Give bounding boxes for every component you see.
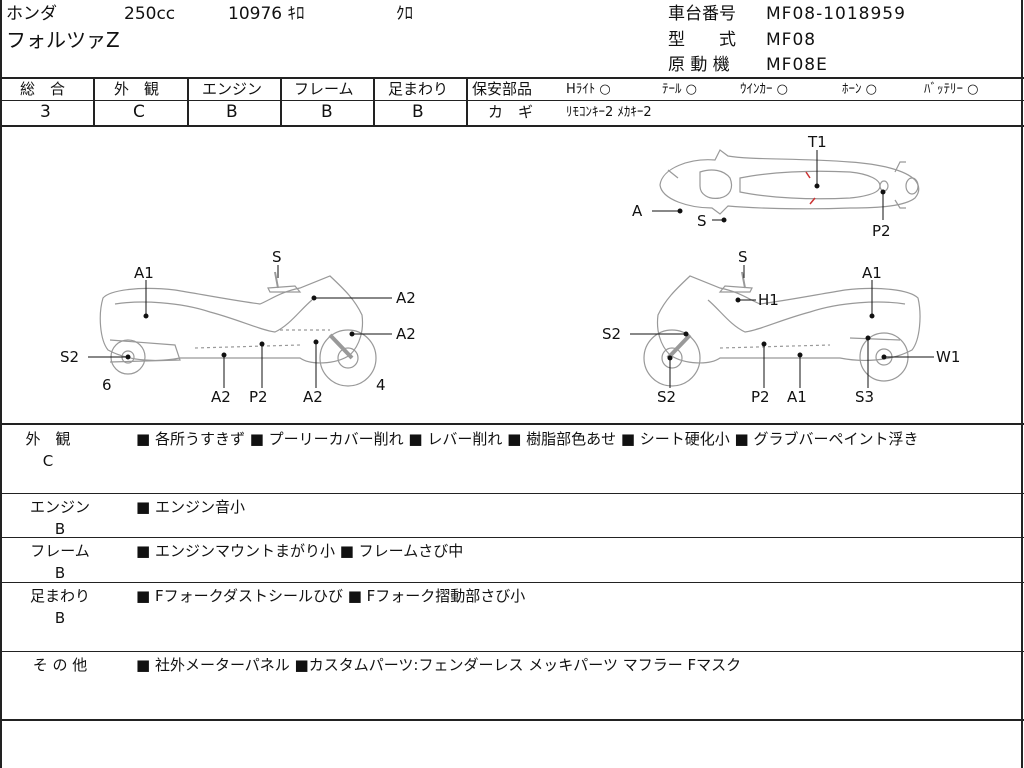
divider-diagram [0, 423, 1024, 425]
note-category-label: そ の 他 [32, 656, 88, 674]
divider-header [0, 77, 1024, 79]
note-grade: B [54, 609, 66, 627]
label-right: P2 [751, 388, 770, 406]
divider-bottom [0, 719, 1024, 721]
note-grade: B [54, 564, 66, 582]
grade-label: 足まわり [388, 80, 449, 98]
type-label: 型 式 [668, 30, 736, 50]
note-text: ■ エンジン音小 [136, 498, 245, 516]
frame-no-label: 車台番号 [668, 4, 736, 24]
note-grade: B [54, 520, 66, 538]
key-value: ﾘﾓｺﾝｷｰ2 ﾒｶｷｰ2 [566, 105, 652, 120]
label-right: S [738, 248, 748, 266]
grade-col-line [187, 77, 189, 126]
divider-grades [0, 125, 1024, 127]
model-name: フォルツァZ [6, 28, 120, 52]
safety-battery: ﾊﾞｯﾃﾘｰ ○ [924, 82, 979, 97]
label-right: A1 [862, 264, 882, 282]
engine-model: MF08E [766, 55, 828, 75]
frame-left [0, 0, 2, 768]
note-category-label: エンジン [29, 498, 90, 516]
label-right: S2 [657, 388, 676, 406]
note-text: ■ 各所うすきず ■ プーリーカバー削れ ■ レバー削れ ■ 樹脂部色あせ ■ … [136, 430, 919, 448]
note-divider [0, 537, 1024, 538]
grade-label: エンジン [202, 80, 263, 98]
grade-label: フレーム [294, 80, 354, 98]
grade-value: B [226, 102, 238, 122]
note-grade: C [42, 452, 54, 470]
label-left: A1 [134, 264, 154, 282]
grade-col-line [93, 77, 95, 126]
right-side-scooter [643, 271, 921, 387]
label-right: S3 [855, 388, 874, 406]
grade-label: 総 合 [20, 80, 66, 98]
note-category-label: 外 観 [25, 430, 71, 448]
label-right: W1 [936, 348, 960, 366]
label-top: A [632, 202, 643, 220]
label-left: P2 [249, 388, 268, 406]
grade-value: 3 [40, 102, 51, 122]
safety-tail: ﾃｰﾙ ○ [662, 82, 697, 97]
grade-col-line [466, 77, 468, 126]
label-top: T1 [807, 133, 827, 151]
label-right: A1 [787, 388, 807, 406]
label-top: P2 [872, 222, 891, 240]
displacement: 250cc [124, 4, 176, 24]
note-category-label: 足まわり [29, 587, 90, 605]
grade-value: C [133, 102, 145, 122]
label-left: A2 [396, 325, 416, 343]
left-side-scooter [99, 271, 377, 387]
type-value: MF08 [766, 30, 817, 50]
grade-label: 外 観 [114, 80, 160, 98]
engine-label: 原 動 機 [668, 55, 730, 75]
safety-label: 保安部品 [472, 80, 533, 98]
label-right: S2 [602, 325, 621, 343]
note-category: そ の 他 [18, 654, 102, 676]
safety-headlight: Hﾗｲﾄ ○ [566, 82, 611, 97]
note-text: ■ エンジンマウントまがり小 ■ フレームさび中 [136, 542, 464, 560]
maker: ホンダ [6, 4, 57, 24]
key-label: カ ギ [488, 103, 534, 121]
note-category-label: フレーム [30, 542, 90, 560]
note-category: 外 観 C [6, 428, 90, 472]
note-divider [0, 493, 1024, 494]
label-top: S [697, 212, 707, 230]
damage-marks [805, 171, 816, 205]
mileage: 10976 ｷﾛ [228, 4, 305, 24]
frame-right [1021, 0, 1023, 768]
note-divider [0, 582, 1024, 583]
frame-no: MF08-1018959 [766, 4, 906, 24]
leader-lines [88, 150, 934, 388]
note-category: フレーム B [18, 540, 102, 584]
grade-col-line [373, 77, 375, 126]
safety-horn: ﾎｰﾝ ○ [842, 82, 877, 97]
label-left: S2 [60, 348, 79, 366]
label-left: S [272, 248, 282, 266]
label-left: 6 [102, 376, 112, 394]
note-text: ■ Fフォークダストシールひび ■ Fフォーク摺動部さび小 [136, 587, 526, 605]
top-view-scooter [659, 149, 920, 215]
grade-row-line [0, 100, 1024, 101]
grade-value: B [412, 102, 424, 122]
note-category: 足まわり B [18, 585, 102, 629]
color: ｸﾛ [396, 4, 413, 24]
label-left: 4 [376, 376, 386, 394]
grade-col-line [280, 77, 282, 126]
diagram-labels: T1 A S P2 S A1 A2 A2 S2 6 4 A2 P2 A2 S A… [60, 133, 960, 406]
note-text: ■ 社外メーターパネル ■カスタムパーツ:フェンダーレス メッキパーツ マフラー… [136, 656, 742, 674]
grade-value: B [321, 102, 333, 122]
label-left: A2 [303, 388, 323, 406]
label-right: H1 [758, 291, 779, 309]
damage-diagram: T1 A S P2 S A1 A2 A2 S2 6 4 A2 P2 A2 S A… [60, 133, 960, 406]
note-category: エンジン B [18, 496, 102, 540]
note-divider [0, 651, 1024, 652]
safety-winker: ｳｲﾝｶｰ ○ [740, 82, 788, 97]
label-left: A2 [211, 388, 231, 406]
label-left: A2 [396, 289, 416, 307]
